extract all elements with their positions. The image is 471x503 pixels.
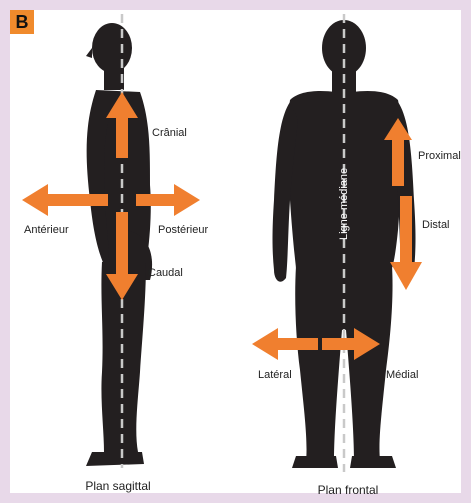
midline-label: Ligne médiane	[338, 168, 350, 240]
proximal-label: Proximal	[418, 150, 461, 162]
lateral-label: Latéral	[258, 369, 292, 381]
cranial-label: Crânial	[152, 127, 187, 139]
caudal-label: Caudal	[148, 267, 183, 279]
frontal-caption: Plan frontal	[318, 483, 379, 497]
sagittal-caption: Plan sagittal	[85, 479, 150, 493]
anterior-label: Antérieur	[24, 224, 69, 236]
distal-label: Distal	[422, 219, 450, 231]
posterior-label: Postérieur	[158, 224, 208, 236]
medial-label: Médial	[386, 369, 418, 381]
